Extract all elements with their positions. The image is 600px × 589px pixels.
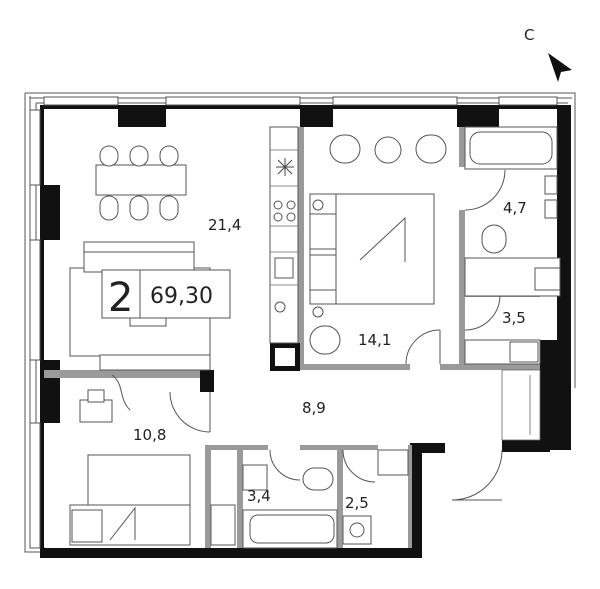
bath-mid-fixtures bbox=[464, 339, 541, 365]
bedroom-main-furniture bbox=[309, 134, 447, 355]
washer-icon bbox=[274, 301, 286, 313]
area-hall: 8,9 bbox=[302, 399, 326, 417]
kitchen-counter bbox=[269, 126, 299, 344]
rooms-count: 2 bbox=[108, 275, 133, 321]
room-area-labels: 21,4 14,1 4,7 3,5 8,9 10,8 3,4 2,5 bbox=[133, 199, 527, 512]
doors bbox=[169, 169, 506, 501]
windows bbox=[29, 96, 558, 549]
fan-icon bbox=[276, 158, 294, 176]
interior-walls bbox=[44, 127, 560, 548]
total-area: 69,30 bbox=[150, 284, 213, 309]
bath-top-fixtures bbox=[464, 126, 561, 297]
entry-corridor-detail bbox=[501, 369, 541, 441]
area-bath-top: 4,7 bbox=[503, 199, 527, 217]
bottom-bath-fixtures bbox=[242, 449, 409, 549]
area-bath-small-a: 3,4 bbox=[247, 487, 271, 505]
area-living: 21,4 bbox=[208, 216, 241, 234]
area-bedroom-main: 14,1 bbox=[358, 331, 391, 349]
bedroom-small-furniture bbox=[69, 454, 236, 546]
area-bath-small-b: 2,5 bbox=[345, 494, 369, 512]
hall-furniture bbox=[79, 354, 211, 423]
cooktop-icon bbox=[273, 200, 296, 222]
north-arrow-icon bbox=[548, 53, 572, 82]
compass-label: С bbox=[524, 26, 534, 44]
apartment-label: 2 69,30 bbox=[101, 269, 231, 321]
area-bedroom-small: 10,8 bbox=[133, 426, 166, 444]
sink-icon bbox=[274, 257, 294, 279]
area-bath-mid: 3,5 bbox=[502, 309, 526, 327]
dining-set bbox=[95, 145, 187, 221]
compass: С bbox=[524, 26, 572, 82]
